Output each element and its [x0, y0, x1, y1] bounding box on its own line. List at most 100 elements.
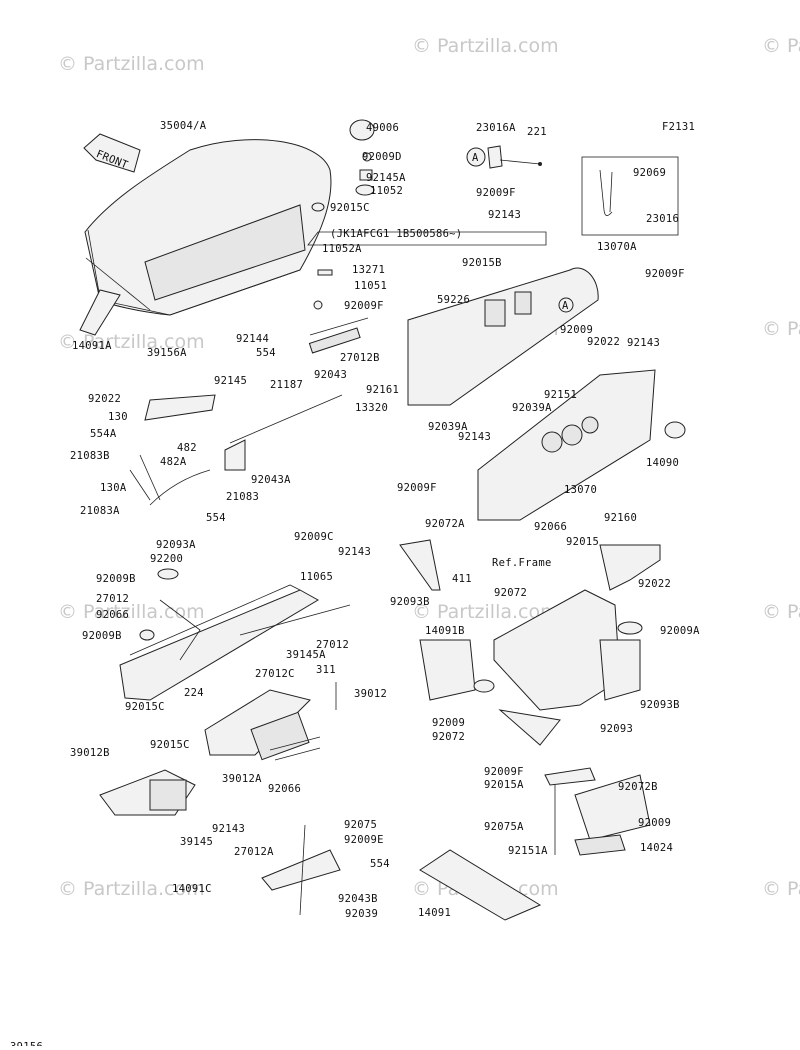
watermark: © Partzilla.com [762, 35, 800, 57]
circle-a-label: A [472, 152, 479, 164]
part-callout-label: 11052A [322, 243, 362, 255]
part-callout-label: Ref.Frame [492, 557, 552, 569]
watermark: © Partzilla.com [762, 601, 800, 623]
bottom-right-parts [419, 767, 651, 921]
part-callout-label: 92009F [397, 482, 437, 494]
part-callout-label: 92072A [425, 518, 465, 530]
part-callout-label: 92009F [645, 268, 685, 280]
part-callout-label: 92015C [125, 701, 165, 713]
part-callout-label: 13070A [597, 241, 637, 253]
part-callout-label: 92009F [484, 766, 524, 778]
part-callout-label: 92009 [432, 717, 465, 729]
part-callout-label: 554 [256, 347, 276, 359]
part-callout-label: 14091A [72, 340, 112, 352]
small-parts-top [307, 119, 547, 310]
part-callout-label: 92022 [88, 393, 121, 405]
part-callout-label: 92009B [82, 630, 122, 642]
watermark: © Partzilla.com [762, 318, 800, 340]
part-callout-label: 92093 [600, 723, 633, 735]
part-callout-label: 14090 [646, 457, 679, 469]
front-cover-part [84, 139, 332, 316]
part-callout-label: 221 [527, 126, 547, 138]
part-callout-label: 92022 [587, 336, 620, 348]
part-callout-label: 14091B [425, 625, 465, 637]
part-callout-label: 92009A [660, 625, 700, 637]
part-callout-label: 92145A [366, 172, 406, 184]
watermark: © Partzilla.com [58, 331, 205, 353]
part-callout-label: 13271 [352, 264, 385, 276]
part-callout-label: 35004/A [160, 120, 207, 132]
part-callout-label: 92009 [560, 324, 593, 336]
part-callout-label: 92022 [638, 578, 671, 590]
part-callout-label: 92009E [344, 834, 384, 846]
part-callout-label: 92043 [314, 369, 347, 381]
part-callout-label: 23016A [476, 122, 516, 134]
part-callout-label: 482A [160, 456, 187, 468]
part-callout-label: 92160 [604, 512, 637, 524]
part-callout-label: 482 [177, 442, 197, 454]
part-callout-label: 92093A [156, 539, 196, 551]
part-callout-label: 39156A [147, 347, 187, 359]
bracket-14091c [261, 824, 341, 916]
part-callout-label: 23016 [646, 213, 679, 225]
watermark: © Partzilla.com [58, 53, 205, 75]
part-callout-label: 92015B [462, 257, 502, 269]
part-callout-label: 92039A [512, 402, 552, 414]
part-callout-label: 92143 [488, 209, 521, 221]
part-callout-label: 130 [108, 411, 128, 423]
part-callout-label: 92143 [627, 337, 660, 349]
part-callout-label: 92066 [534, 521, 567, 533]
part-callout-label: 92145 [214, 375, 247, 387]
part-callout-label: 92009F [476, 187, 516, 199]
part-callout-label: 49006 [366, 122, 399, 134]
dash-panel-59226: A [407, 267, 599, 406]
part-callout-label: 311 [316, 664, 336, 676]
part-callout-label: 11051 [354, 280, 387, 292]
part-callout-label: 92009D [362, 151, 402, 163]
part-callout-label: 92009F [344, 300, 384, 312]
part-callout-label: 92069 [633, 167, 666, 179]
part-callout-label: 11052 [370, 185, 403, 197]
watermark: © Partzilla.com [762, 878, 800, 900]
part-callout-label: (JK1AFCG1 1B500586~) [330, 228, 462, 240]
part-callout-label: 39145A [286, 649, 326, 661]
part-callout-label: 27012 [316, 639, 349, 651]
part-callout-label: 92075A [484, 821, 524, 833]
part-callout-label: 14091 [418, 907, 451, 919]
part-callout-label: 13320 [355, 402, 388, 414]
watermark: © Partzilla.com [58, 878, 205, 900]
part-callout-label: 92015A [484, 779, 524, 791]
part-callout-label: 92066 [268, 783, 301, 795]
part-callout-label: 92043B [338, 893, 378, 905]
watermark-group: © Partzilla.com © Partzilla.com © Partzi… [58, 35, 800, 900]
part-callout-label: 92093B [640, 699, 680, 711]
part-callout-label: 92015 [566, 536, 599, 548]
part-callout-label: 92009C [294, 531, 334, 543]
part-callout-label: 130A [100, 482, 127, 494]
part-callout-label: 27012B [340, 352, 380, 364]
part-callout-label: 13070 [564, 484, 597, 496]
lever-assembly [129, 317, 369, 506]
part-callout-label: 21083B [70, 450, 110, 462]
part-callout-label: 92072B [618, 781, 658, 793]
part-callout-label: 92043A [251, 474, 291, 486]
part-callout-label: 411 [452, 573, 472, 585]
part-callout-label: 92015C [330, 202, 370, 214]
part-callout-label: 92151A [508, 845, 548, 857]
connector-parts: A [466, 145, 679, 236]
part-callout-label: 39012 [354, 688, 387, 700]
tray-39012b [119, 568, 351, 701]
part-callout-label: 27012A [234, 846, 274, 858]
part-callout-label: 92200 [150, 553, 183, 565]
part-callout-label: 92161 [366, 384, 399, 396]
part-callout-label: 11065 [300, 571, 333, 583]
trays-39012 [99, 682, 337, 816]
part-callout-label: 92093B [390, 596, 430, 608]
part-callout-label: 554 [370, 858, 390, 870]
part-callout-label: 14024 [640, 842, 673, 854]
part-callout-label: 92039 [345, 908, 378, 920]
part-callout-label: 21187 [270, 379, 303, 391]
dash-panel-14090 [477, 369, 686, 521]
fender-14091b [419, 544, 661, 746]
part-callout-label: 92143 [212, 823, 245, 835]
